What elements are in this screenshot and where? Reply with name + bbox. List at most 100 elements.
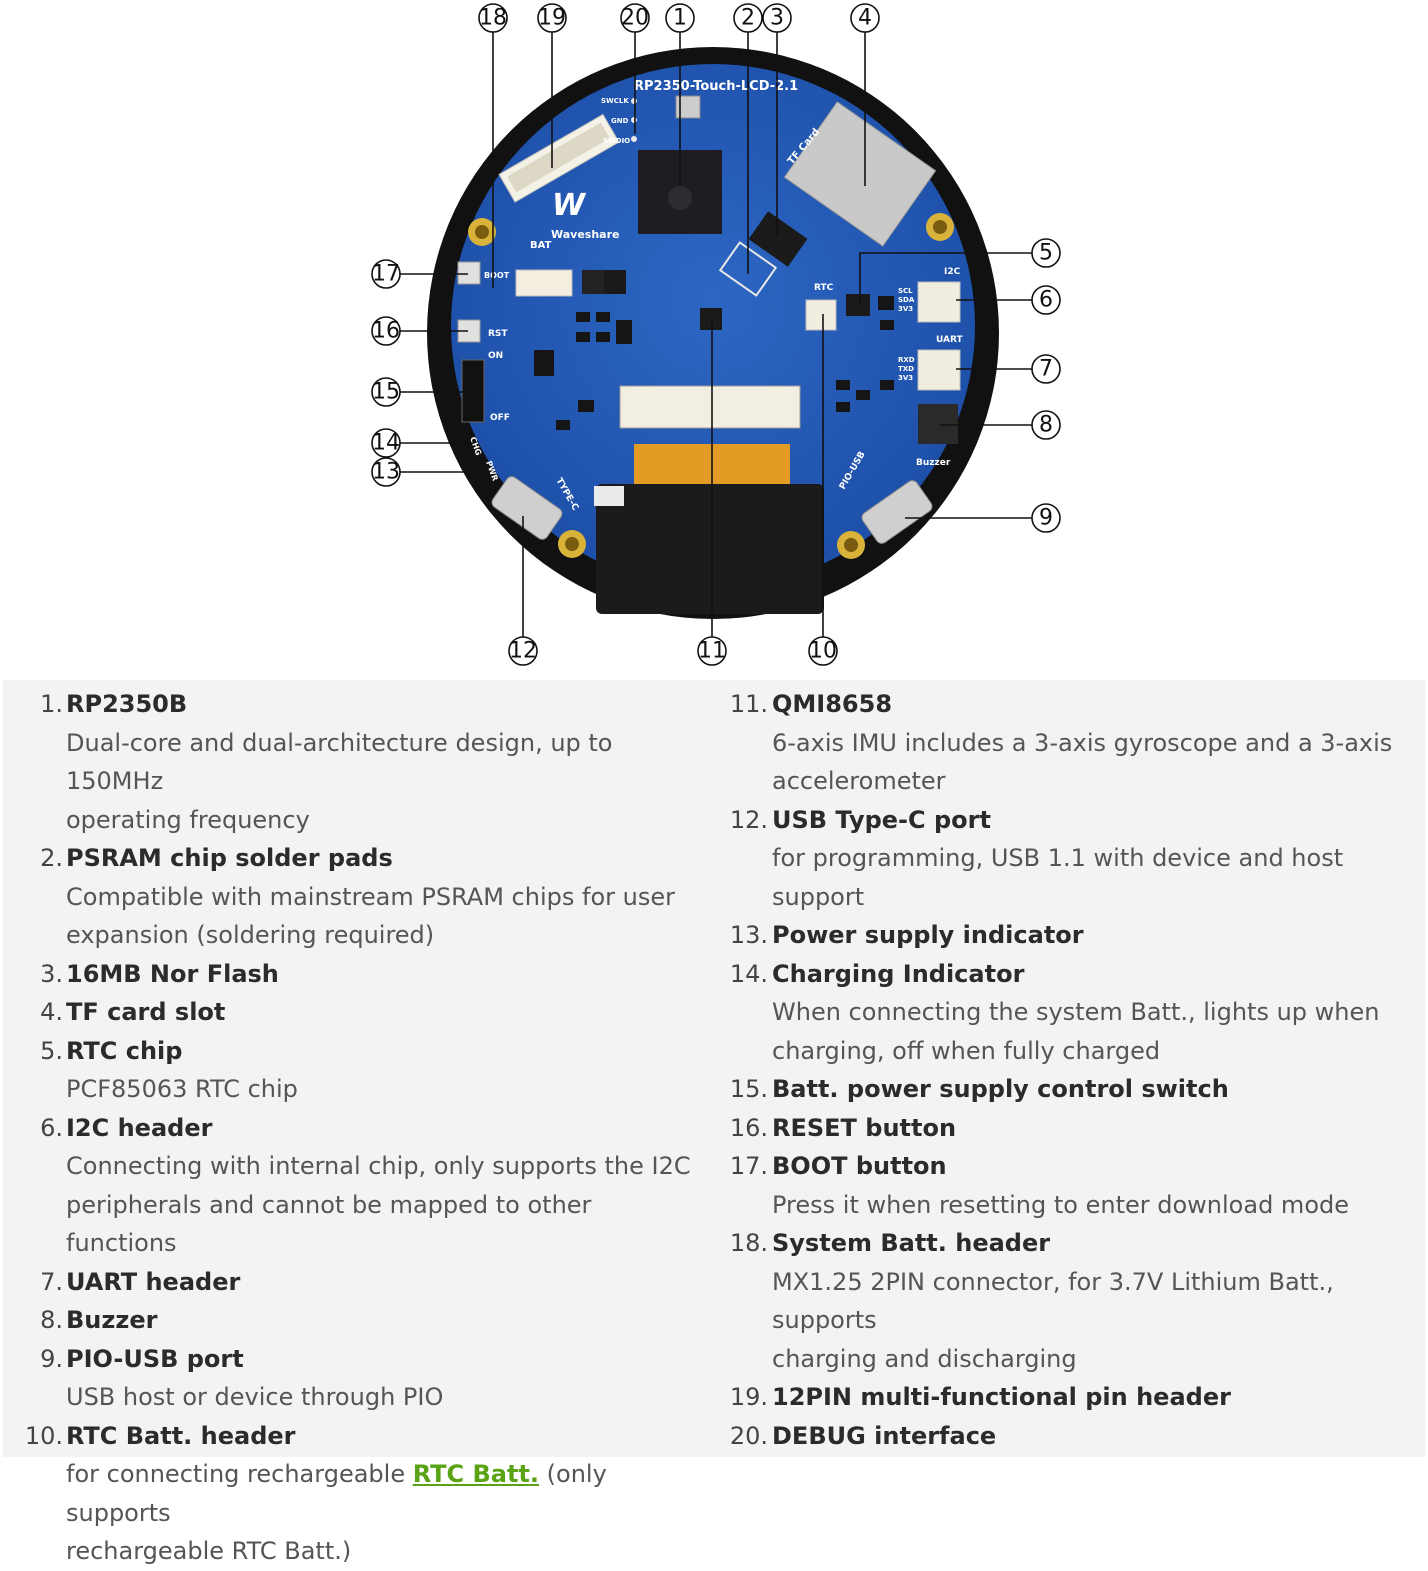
callout-5: 5 — [1039, 241, 1053, 266]
buzzer — [918, 404, 958, 444]
off-silkscreen: OFF — [490, 413, 510, 423]
feature-description: Dual-core and dual-architecture design, … — [66, 728, 613, 796]
feature-description: peripherals and cannot be mapped to othe… — [66, 1190, 592, 1258]
feature-number: 1. — [40, 690, 63, 718]
feature-number: 12. — [729, 805, 768, 834]
callout-8: 8 — [1039, 413, 1053, 438]
sda-silkscreen: SDA — [898, 296, 915, 304]
brand-silkscreen: Waveshare — [551, 228, 619, 241]
feature-number: 5. — [40, 1036, 63, 1065]
feature-number: 11. — [729, 690, 768, 718]
imu-chip — [700, 308, 722, 330]
feature-number: 18. — [729, 1229, 768, 1257]
callout-1: 1 — [673, 6, 687, 31]
callout-16: 16 — [372, 319, 400, 344]
feature-item: 8.Buzzer — [3, 1301, 709, 1340]
feature-number: 10. — [24, 1421, 63, 1450]
callout-17: 17 — [372, 262, 400, 287]
feature-item: 19.12PIN multi-functional pin header — [709, 1378, 1425, 1417]
feature-description: charging and discharging — [772, 1344, 1077, 1373]
callout-9: 9 — [1039, 506, 1053, 531]
feature-title: Batt. power supply control switch — [772, 1075, 1229, 1103]
callout-6: 6 — [1039, 288, 1053, 313]
feature-number: 17. — [729, 1152, 768, 1180]
board-illustration: W Waveshare RP2350-Touch-LCD-2.1 SWCLK G… — [371, 3, 1061, 666]
i2c-3v3-silkscreen: 3V3 — [898, 305, 913, 313]
smd-components — [534, 296, 894, 430]
feature-description: PCF85063 RTC chip — [66, 1075, 298, 1103]
feature-number: 13. — [729, 921, 768, 949]
feature-title: Buzzer — [66, 1306, 158, 1334]
feature-title: DEBUG interface — [772, 1421, 997, 1450]
feature-title: USB Type-C port — [772, 805, 991, 834]
callout-15: 15 — [372, 380, 400, 405]
pio-usb-port — [861, 480, 933, 544]
feature-description: Connecting with internal chip, only supp… — [66, 1152, 691, 1180]
feature-number: 7. — [40, 1267, 63, 1296]
i2c-header — [917, 281, 961, 323]
feature-description: accelerometer — [772, 767, 946, 795]
bat-silkscreen: BAT — [530, 240, 552, 251]
rxd-silkscreen: RXD — [898, 356, 915, 364]
callout-13: 13 — [372, 460, 400, 485]
feature-title: PIO-USB port — [66, 1344, 244, 1373]
feature-title: BOOT button — [772, 1152, 947, 1180]
feature-title: QMI8658 — [772, 690, 893, 718]
scl-silkscreen: SCL — [898, 287, 913, 295]
feature-item: 16.RESET button — [709, 1109, 1425, 1148]
description-prefix: for connecting rechargeable — [66, 1460, 413, 1488]
feature-title: RTC Batt. header — [66, 1421, 296, 1450]
uart-silkscreen: UART — [936, 335, 964, 345]
buzzer-silkscreen: Buzzer — [916, 458, 951, 468]
feature-description: charging, off when fully charged — [772, 1036, 1161, 1065]
feature-description: When connecting the system Batt., lights… — [772, 998, 1380, 1026]
swclk-silkscreen: SWCLK — [601, 97, 629, 105]
callout-markers: 18 19 20 1 2 3 4 5 6 7 8 9 10 11 12 13 1… — [371, 3, 1061, 666]
callout-4: 4 — [858, 6, 872, 31]
feature-title: TF card slot — [66, 998, 226, 1026]
feature-title: 16MB Nor Flash — [66, 959, 279, 988]
model-silkscreen: RP2350-Touch-LCD-2.1 — [634, 79, 798, 94]
feature-number: 20. — [729, 1421, 768, 1450]
feature-description: operating frequency — [66, 805, 310, 834]
system-batt-header — [515, 269, 573, 297]
callout-11: 11 — [698, 639, 726, 664]
uart-header — [917, 349, 961, 391]
leader-lines — [400, 32, 1032, 637]
feature-description: USB host or device through PIO — [66, 1383, 444, 1411]
nor-flash-chip — [748, 211, 808, 267]
callout-12: 12 — [509, 639, 537, 664]
feature-item: 15.Batt. power supply control switch — [709, 1070, 1425, 1109]
feature-item: 3.16MB Nor Flash — [3, 955, 709, 994]
txd-silkscreen: TXD — [898, 365, 914, 373]
feature-description: MX1.25 2PIN connector, for 3.7V Lithium … — [772, 1267, 1334, 1335]
feature-item: 4.TF card slot — [3, 993, 709, 1032]
feature-title: 12PIN multi-functional pin header — [772, 1383, 1231, 1411]
feature-title: System Batt. header — [772, 1229, 1051, 1257]
feature-item: 20.DEBUG interface — [709, 1417, 1425, 1456]
feature-number: 2. — [40, 844, 63, 872]
rtc-batt-header — [805, 299, 837, 331]
feature-number: 4. — [40, 998, 63, 1026]
feature-title: RTC chip — [66, 1036, 183, 1065]
rtc-batt-link[interactable]: RTC Batt. — [412, 1460, 540, 1488]
tf-card-slot — [783, 101, 937, 247]
psram-pads — [718, 241, 778, 297]
usb-type-c-port — [491, 476, 563, 540]
pin-header-12pin — [498, 113, 620, 203]
feature-description: rechargeable RTC Batt.) — [66, 1537, 352, 1565]
i2c-silkscreen: I2C — [944, 267, 961, 277]
feature-description: expansion (soldering required) — [66, 921, 435, 949]
feature-title: RESET button — [772, 1113, 957, 1142]
